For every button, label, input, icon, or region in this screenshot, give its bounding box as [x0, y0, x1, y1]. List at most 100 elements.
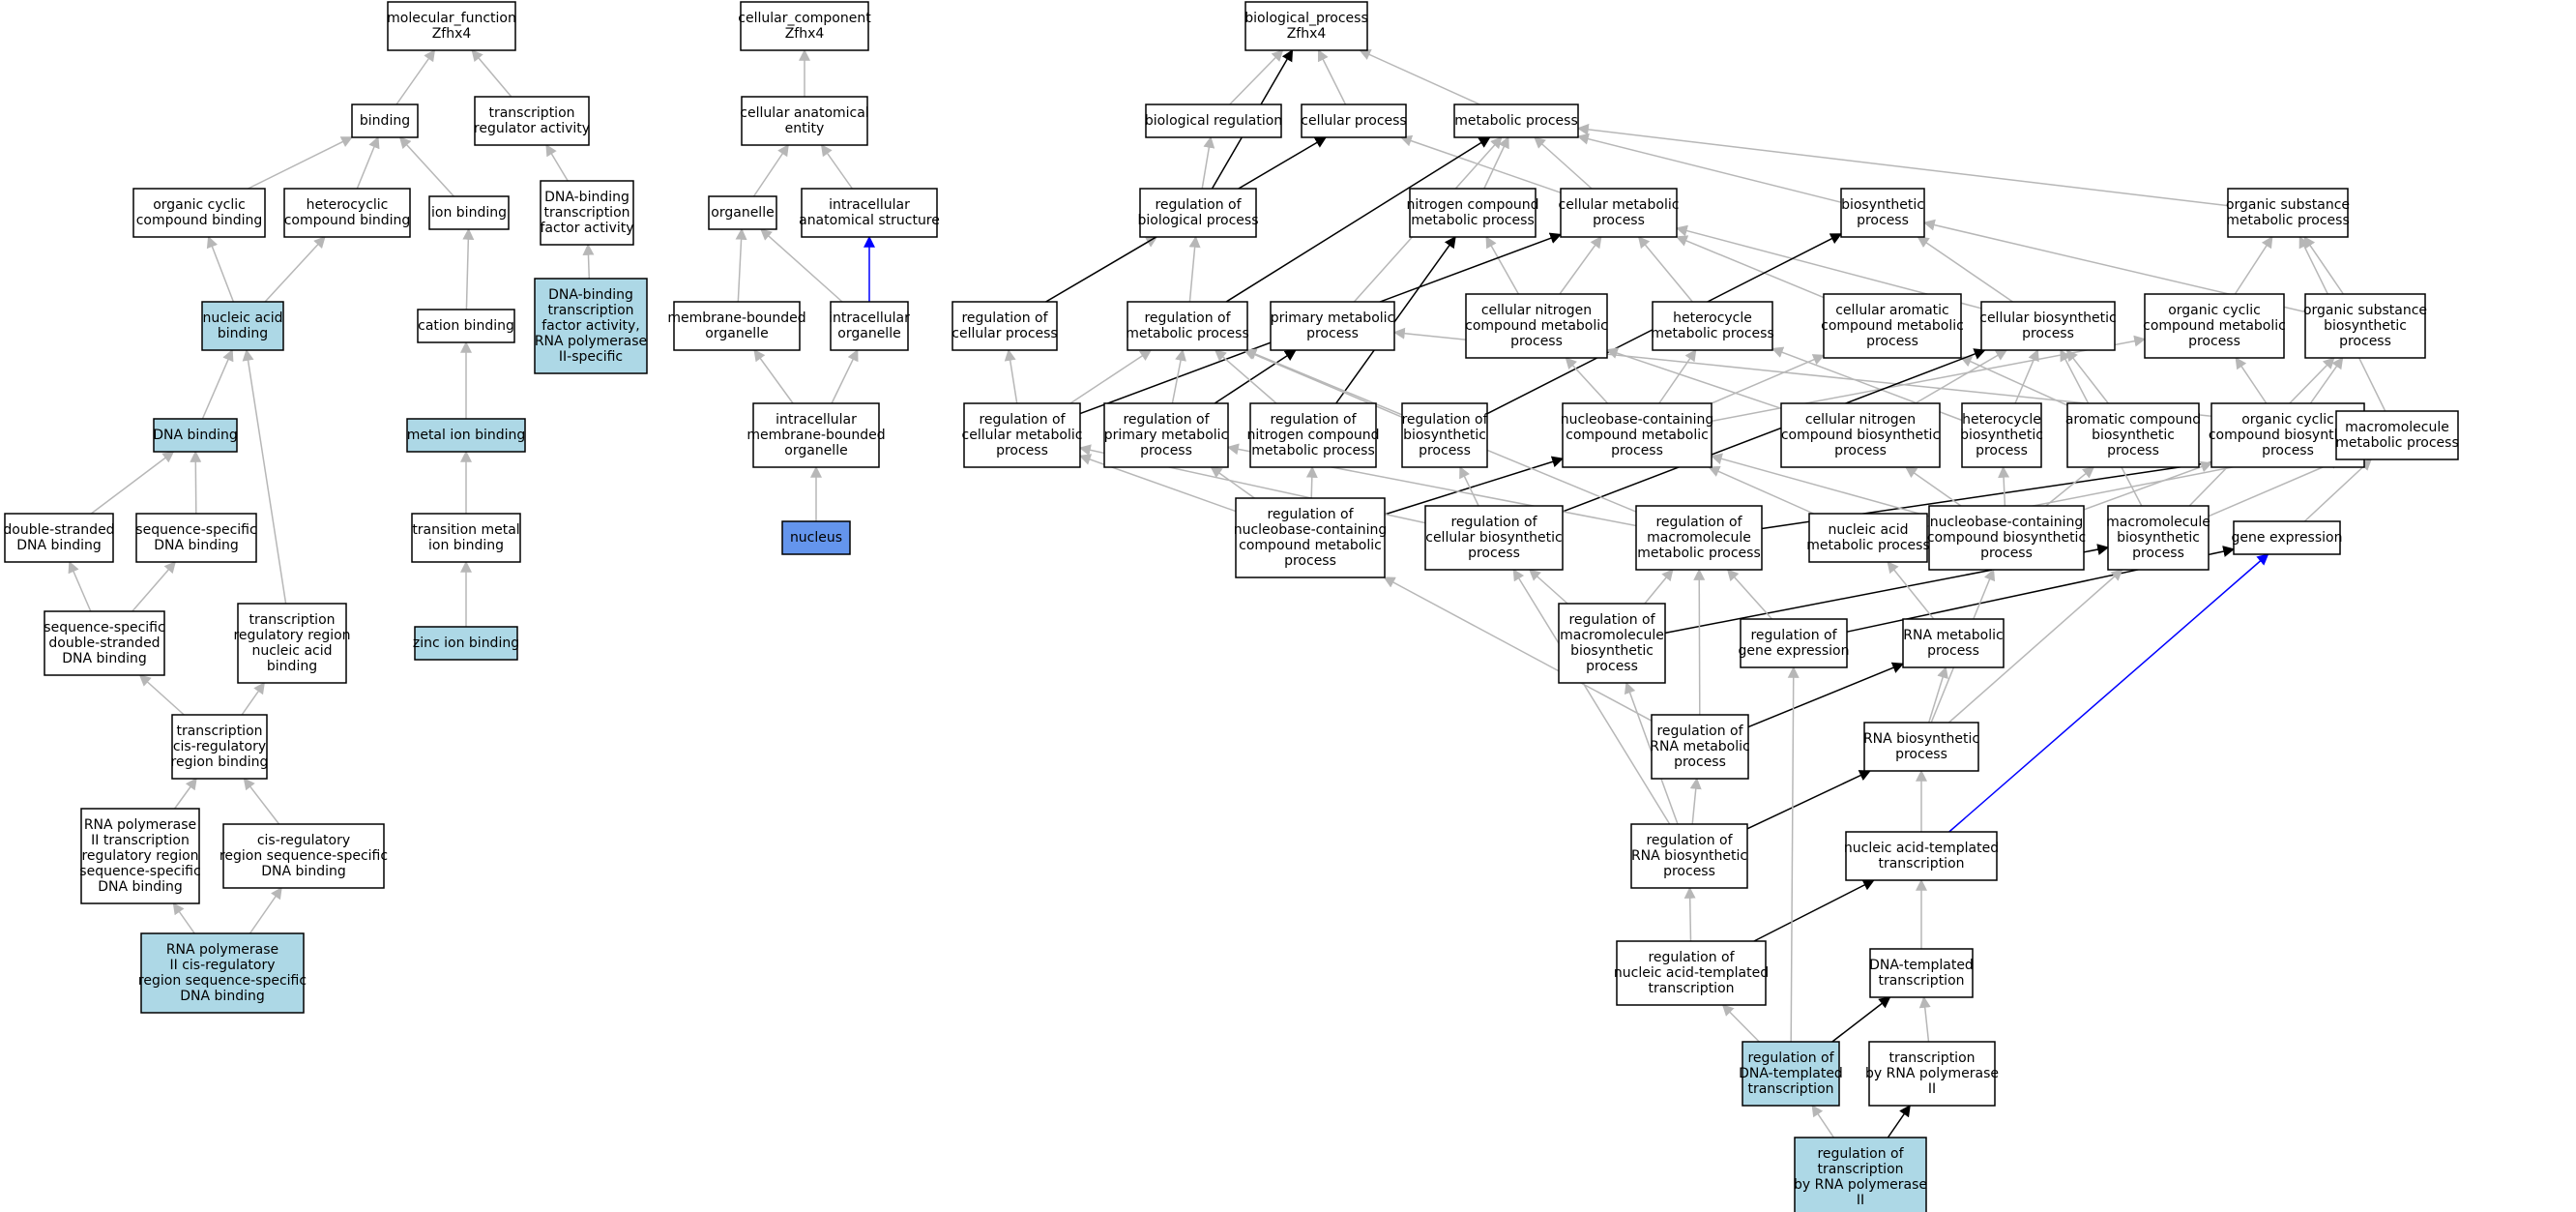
node-label-line: process: [1866, 334, 1918, 349]
node-catb[interactable]: cation binding: [417, 309, 515, 343]
node-label-line: transcription: [1878, 856, 1964, 872]
edge-regulates-rpmp-pmp: [1214, 349, 1297, 404]
edge-line: [1562, 348, 1986, 513]
node-label-line: organic cyclic: [2241, 412, 2334, 428]
edge-is_a-hbp-cbp: [2014, 348, 2039, 404]
edge-line: [2014, 348, 2039, 404]
node-breg[interactable]: biological regulation: [1145, 103, 1282, 138]
node-ge[interactable]: gene expression: [2232, 520, 2343, 555]
node-box: [1103, 402, 1229, 468]
node-mib[interactable]: metal ion binding: [406, 418, 526, 453]
node-dnab[interactable]: DNA binding: [153, 418, 238, 453]
node-label-line: process: [1857, 213, 1909, 228]
node-label-line: primary metabolic: [1104, 428, 1229, 443]
edge-part_of-natt-ge: [1948, 553, 2269, 833]
node-label-line: regulator activity: [474, 121, 590, 136]
edge-is_a-binding-mf_root: [395, 49, 436, 105]
edge-line: [1918, 995, 1931, 1043]
node-label-line: II-specific: [559, 349, 623, 365]
node-binding[interactable]: binding: [351, 103, 419, 138]
node-rnbcmp[interactable]: regulation ofnucleobase-containingcompou…: [1234, 497, 1388, 578]
node-nucleus[interactable]: nucleus: [781, 520, 851, 555]
node-ionb[interactable]: ion binding: [428, 195, 510, 230]
node-cp[interactable]: cellular process: [1301, 103, 1407, 138]
edge-line: [1637, 236, 1693, 303]
node-mp[interactable]: metabolic process: [1453, 103, 1579, 138]
node-box: [1235, 497, 1386, 578]
edge-line: [241, 682, 265, 716]
node-organelle[interactable]: organelle: [708, 195, 777, 230]
edge-line: [264, 236, 326, 303]
node-box: [428, 195, 510, 230]
node-label-line: gene expression: [2232, 530, 2343, 546]
node-label-line: regulation of: [1656, 724, 1743, 739]
node-rmbp[interactable]: regulation ofmacromoleculebiosyntheticpr…: [1558, 603, 1666, 684]
node-label-line: organic cyclic: [153, 197, 246, 213]
node-zib[interactable]: zinc ion binding: [413, 626, 519, 661]
